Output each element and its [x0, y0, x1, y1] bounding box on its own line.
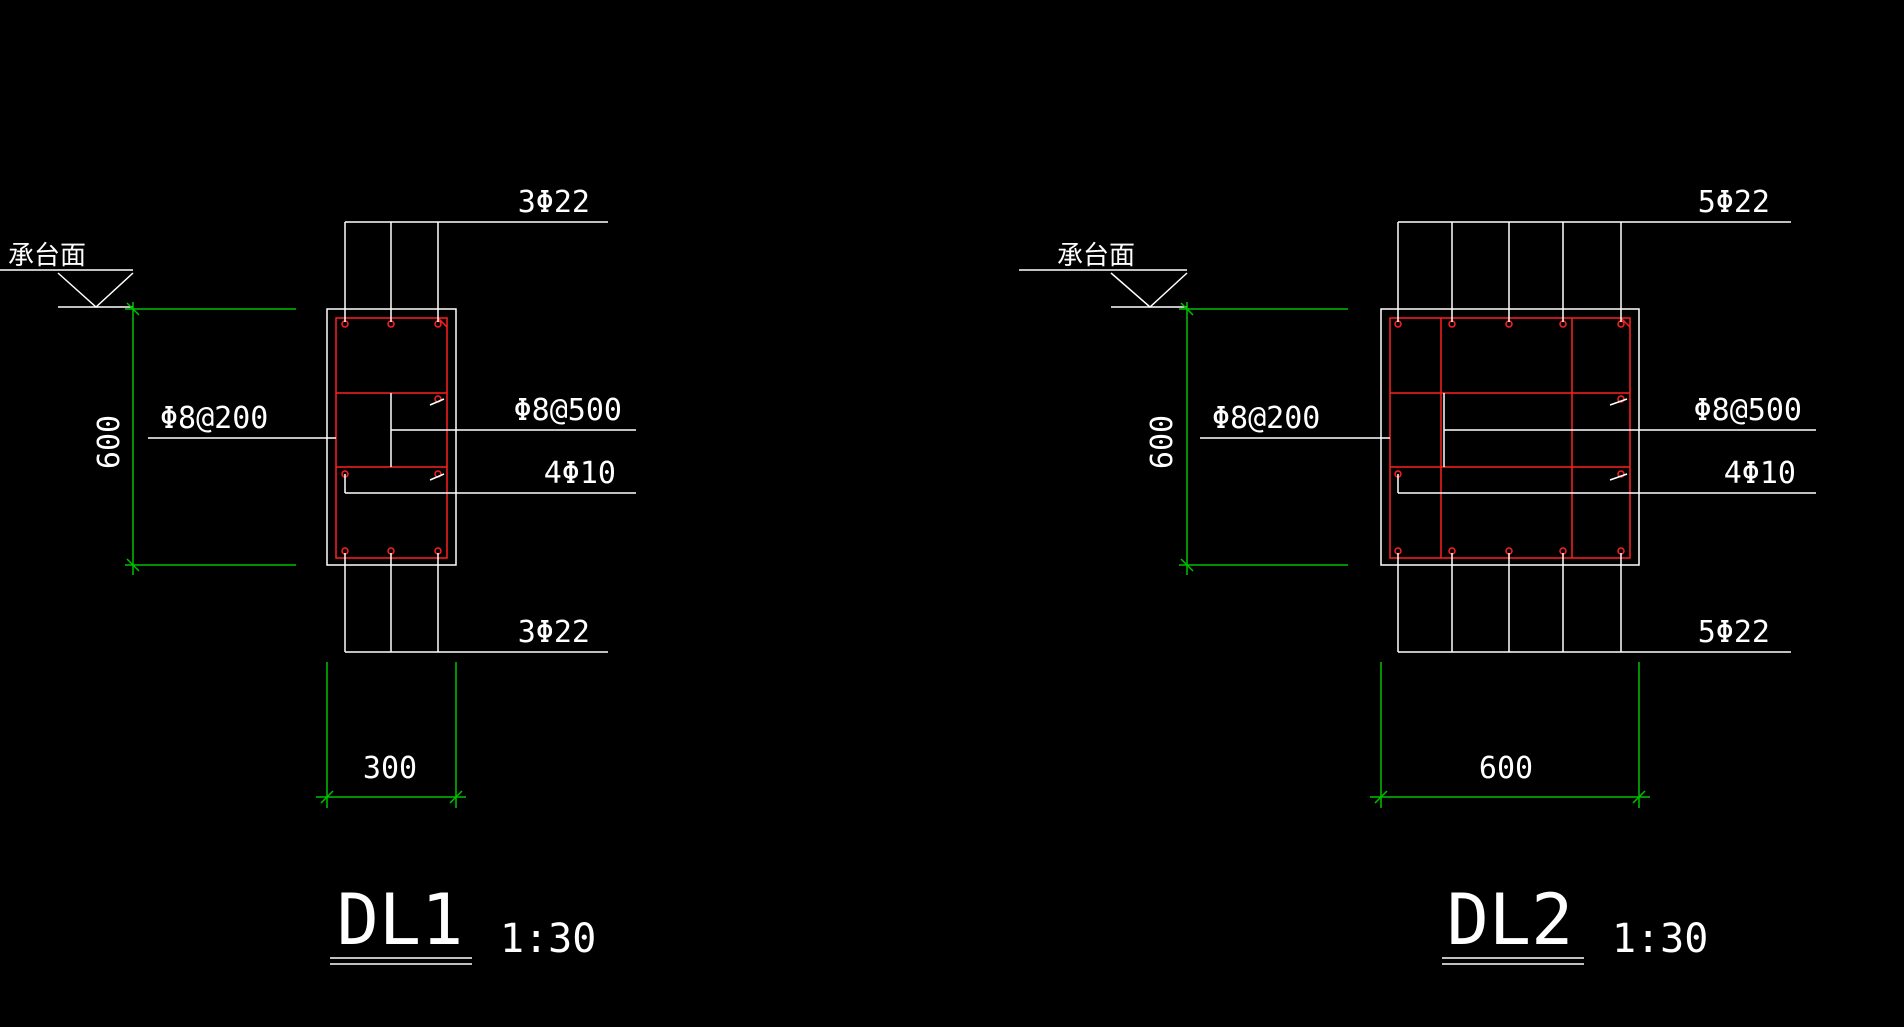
height-dimension-label: 600 [92, 415, 127, 469]
title-underline [1442, 957, 1584, 965]
elevation-label: 承台面 [8, 241, 86, 271]
height-dimension-line [1179, 302, 1348, 575]
elevation-mark-icon [0, 269, 134, 309]
width-dimension-label: 300 [363, 751, 417, 786]
top-bars-label: 3Φ22 [518, 185, 590, 220]
leader-lines [1200, 221, 1816, 653]
leader-lines [148, 221, 636, 653]
height-dimension-label: 600 [1145, 415, 1180, 469]
width-dimension-label: 600 [1479, 751, 1533, 786]
stirrup-label: Φ8@200 [1212, 401, 1320, 436]
elevation-label: 承台面 [1057, 241, 1135, 271]
tie-label: Φ8@500 [514, 393, 622, 428]
width-dimension-line [316, 662, 466, 808]
section-scale: 1:30 [1612, 916, 1708, 962]
concrete-outline [1380, 308, 1640, 566]
section-title: DL1 [337, 879, 463, 961]
bottom-bars-label: 5Φ22 [1698, 615, 1770, 650]
section-scale: 1:30 [500, 916, 596, 962]
section-dl1: 承台面 600 300 [0, 185, 636, 965]
section-dl2: 承台面 600 600 [1019, 185, 1816, 965]
section-title: DL2 [1447, 879, 1573, 961]
title-underline [330, 957, 472, 965]
bottom-bars-label: 3Φ22 [518, 615, 590, 650]
stirrup-label: Φ8@200 [160, 401, 268, 436]
rebar-cage [1389, 317, 1631, 559]
tie-label: Φ8@500 [1694, 393, 1802, 428]
side-bars-label: 4Φ10 [544, 456, 616, 491]
elevation-mark-icon [1019, 269, 1188, 309]
height-dimension-line [125, 302, 296, 575]
side-bars-label: 4Φ10 [1724, 456, 1796, 491]
rebar-dots [1394, 320, 1625, 555]
width-dimension-line [1370, 662, 1650, 808]
top-bars-label: 5Φ22 [1698, 185, 1770, 220]
